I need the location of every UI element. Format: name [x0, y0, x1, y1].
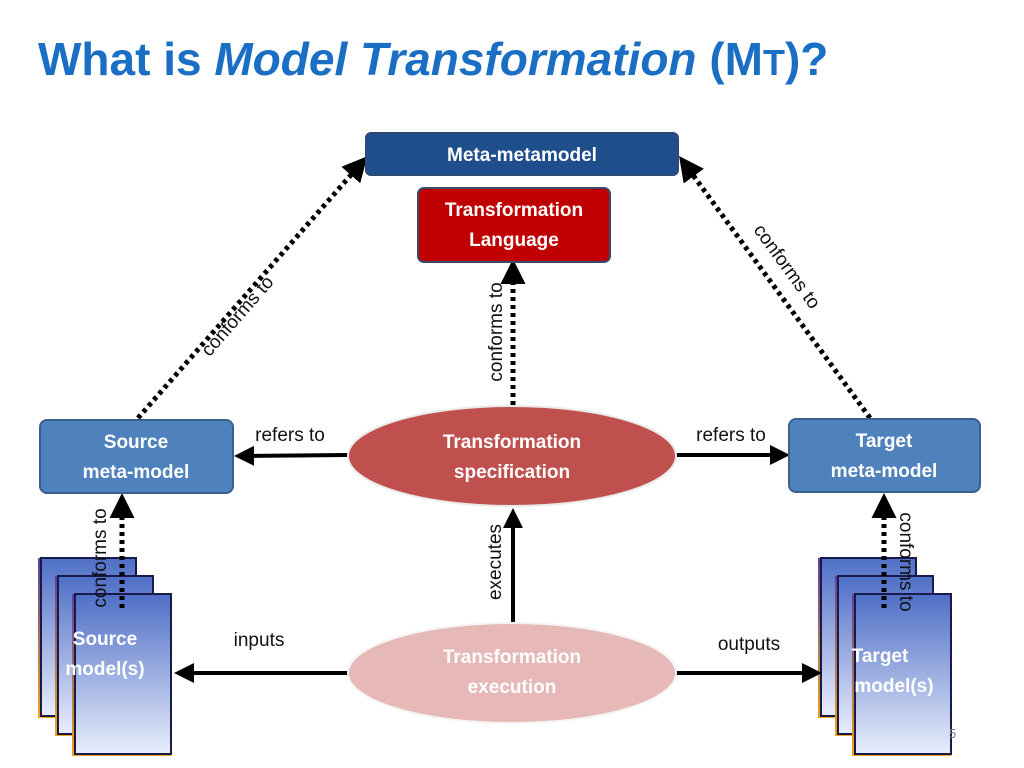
conforms-to-label-source-models: conforms to	[90, 508, 111, 607]
transformation-specification-label-2: specification	[454, 462, 570, 483]
title-italic: Model Transformation	[214, 33, 697, 85]
target-models-stack: Target model(s)	[818, 557, 952, 756]
transformation-language-box	[417, 187, 611, 263]
target-metamodel-label-1: Target	[856, 431, 913, 452]
target-models-label-2: model(s)	[854, 676, 933, 697]
target-model-sheet-3	[854, 593, 952, 755]
outputs-label: outputs	[718, 634, 780, 655]
target-models-label-1: Target	[852, 646, 909, 667]
title-prefix: What is	[38, 33, 215, 85]
transformation-language-label-2: Language	[469, 230, 559, 251]
meta-metamodel-box	[365, 132, 679, 176]
title-abbr-big: M	[724, 33, 763, 85]
source-metamodel-label-1: Source	[104, 432, 168, 453]
transformation-execution-label-2: execution	[468, 677, 557, 698]
transformation-language-label-1: Transformation	[445, 200, 583, 221]
target-metamodel-conforms-arrow	[679, 155, 873, 420]
title-abbr-open: (	[696, 33, 725, 85]
conforms-to-label-specification: conforms to	[486, 282, 507, 381]
meta-metamodel-label: Meta-metamodel	[447, 145, 597, 166]
target-metamodel-label-2: meta-model	[831, 461, 938, 482]
slide-title: What is Model Transformation (MT)?	[38, 32, 998, 86]
transformation-specification-ellipse	[347, 405, 677, 507]
source-metamodel-box	[39, 419, 234, 494]
source-models-label-2: model(s)	[65, 659, 144, 680]
target-metamodel-box	[788, 418, 981, 493]
title-abbr-close: )?	[784, 33, 829, 85]
transformation-execution-label-1: Transformation	[443, 647, 581, 668]
refers-to-source-arrow	[234, 445, 349, 466]
transformation-specification-label-1: Transformation	[443, 432, 581, 453]
inputs-label: inputs	[234, 630, 285, 651]
conforms-to-label-source-metamodel: conforms to	[197, 272, 278, 361]
page-number: 5	[949, 726, 957, 741]
refers-to-label-source: refers to	[255, 425, 325, 446]
source-models-label-1: Source	[73, 629, 137, 650]
source-metamodel-conforms-arrow	[136, 156, 368, 420]
executes-label: executes	[485, 524, 506, 600]
conforms-to-label-target-models: conforms to	[895, 512, 916, 611]
transformation-execution-ellipse	[347, 622, 677, 724]
source-model-sheet-3	[74, 593, 172, 755]
title-abbr-small: T	[762, 42, 785, 83]
source-models-stack: Source model(s)	[38, 557, 172, 756]
refers-to-label-target: refers to	[696, 425, 766, 446]
source-metamodel-label-2: meta-model	[83, 462, 190, 483]
